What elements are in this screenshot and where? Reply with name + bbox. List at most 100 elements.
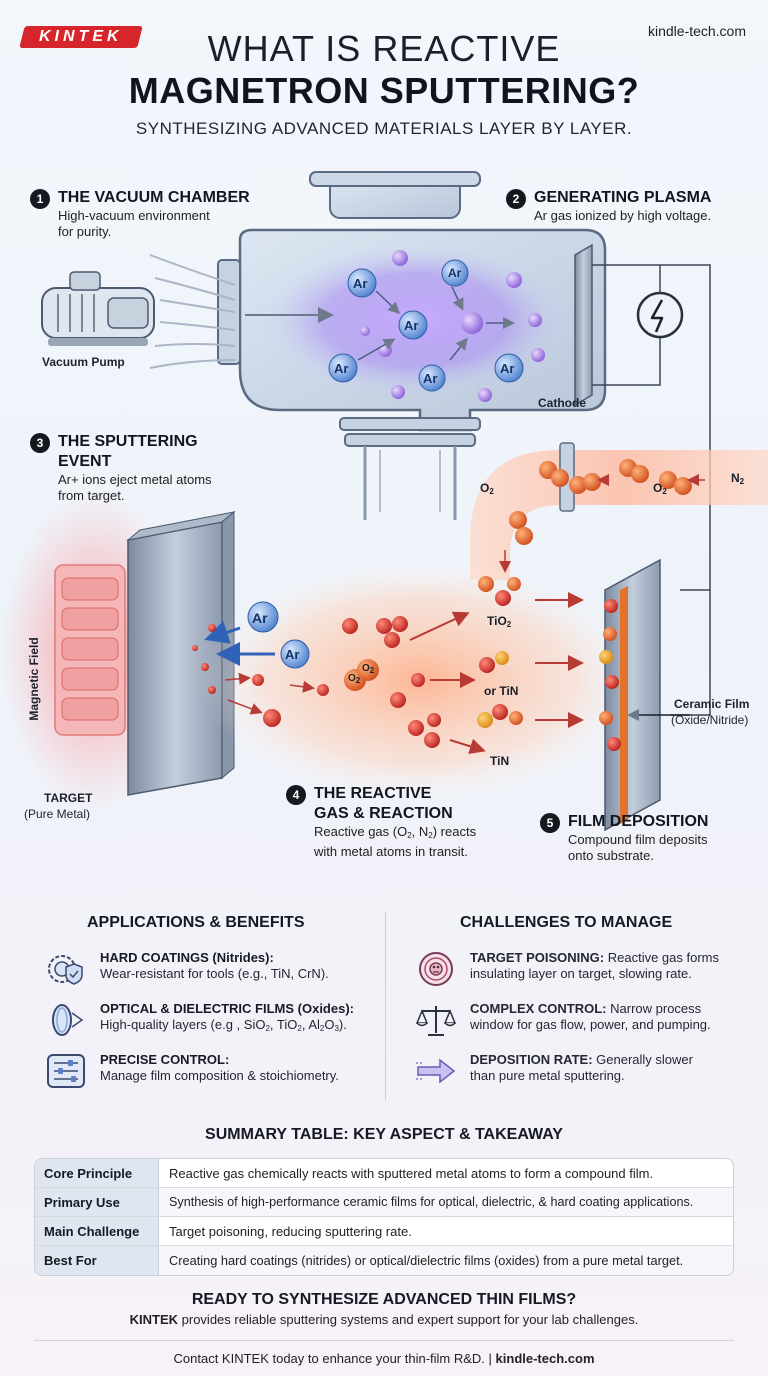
ar-label-5: Ar — [423, 371, 438, 386]
ceramic-film-label: Ceramic Film — [674, 697, 750, 711]
app-item-title: PRECISE CONTROL: — [100, 1052, 230, 1067]
o2-label-4: O2 — [362, 663, 375, 675]
ar-label-6: Ar — [500, 361, 515, 376]
challenge-item-line1: COMPLEX CONTROL: Narrow process — [470, 1001, 702, 1016]
substrate-plate — [604, 558, 661, 832]
target-sublabel: (Pure Metal) — [24, 807, 91, 821]
step-3-desc-line1: Ar+ ions eject metal atoms — [58, 472, 212, 487]
table-key-cell: Main Challenge — [35, 1217, 159, 1245]
gear-shield-icon — [48, 955, 83, 985]
step-5-title: FILM DEPOSITION — [568, 813, 709, 830]
vacuum-pump-label: Vacuum Pump — [42, 355, 125, 369]
cta-heading: READY TO SYNTHESIZE ADVANCED THIN FILMS? — [191, 1291, 577, 1308]
challenge-item-line2: window for gas flow, power, and pumping. — [470, 1017, 711, 1032]
site-url[interactable]: kindle-tech.com — [647, 23, 746, 39]
table-row: Main Challenge Target poisoning, reducin… — [35, 1217, 733, 1246]
step-3-number: 3 — [30, 433, 50, 453]
challenge-item-line2: insulating layer on target, slowing rate… — [470, 966, 692, 981]
app-item-optical-films: OPTICAL & DIELECTRIC FILMS (Oxides): Hig… — [44, 1001, 354, 1039]
ar-label-3: Ar — [404, 318, 419, 333]
page-title-line2: MAGNETRON SPUTTERING? — [128, 70, 640, 111]
step-4-desc-line2: with metal atoms in transit. — [314, 844, 468, 859]
challenges-heading: CHALLENGES TO MANAGE — [460, 914, 673, 931]
table-row: Primary Use Synthesis of high-performanc… — [35, 1188, 733, 1217]
step-2-number: 2 — [506, 189, 526, 209]
challenge-item-complex-control: COMPLEX CONTROL: Narrow process window f… — [414, 1001, 711, 1039]
summary-heading: SUMMARY TABLE: KEY ASPECT & TAKEAWAY — [205, 1126, 563, 1143]
challenge-item-target-poisoning: TARGET POISONING: Reactive gas forms ins… — [414, 950, 719, 988]
step-1: 1 THE VACUUM CHAMBER High-vacuum environ… — [30, 188, 250, 240]
step-5-desc-line1: Compound film deposits — [568, 832, 708, 847]
page-subtitle: SYNTHESIZING ADVANCED MATERIALS LAYER BY… — [135, 119, 633, 138]
cathode-label: Cathode — [538, 396, 586, 410]
table-row: Best For Creating hard coatings (nitride… — [35, 1246, 733, 1275]
footer: Contact KINTEK today to enhance your thi… — [173, 1351, 595, 1366]
step-1-desc-line1: High-vacuum environment — [58, 208, 210, 223]
reaction-molecules — [344, 576, 621, 755]
arrow-right-icon — [416, 1058, 456, 1084]
step-2-desc: Ar gas ionized by high voltage. — [534, 208, 712, 223]
magnetic-field-label: Magnetic Field — [27, 637, 41, 721]
sputter-particles — [192, 601, 358, 727]
table-value-cell: Reactive gas chemically reacts with sput… — [169, 1165, 654, 1181]
page-title-line1: WHAT IS REACTIVE — [207, 28, 561, 69]
challenge-item-line1: DEPOSITION RATE: Generally slower — [470, 1052, 693, 1067]
plasma-particles — [328, 250, 545, 402]
table-value-cell: Target poisoning, reducing sputtering ra… — [169, 1223, 412, 1239]
step-3-desc-line2: from target. — [58, 488, 125, 503]
step-1-title: THE VACUUM CHAMBER — [58, 189, 250, 206]
table-key-cell: Best For — [35, 1246, 159, 1275]
cta-text: KINTEK provides reliable sputtering syst… — [129, 1312, 639, 1327]
step-4-title-line2: GAS & REACTION — [314, 805, 453, 822]
step-5-desc-line2: onto substrate. — [568, 848, 654, 863]
o2-label-2: O2 — [653, 481, 667, 496]
step-4-title-line1: THE REACTIVE — [314, 785, 432, 802]
table-key-cell: Primary Use — [35, 1188, 159, 1216]
step-4-desc-line1: Reactive gas (O2, N2) reacts — [314, 824, 477, 840]
app-item-text: Manage film composition & stoichiometry. — [100, 1068, 339, 1083]
table-key-cell: Core Principle — [35, 1159, 159, 1187]
target-label: TARGET — [44, 791, 93, 805]
gas-inlet-pipe — [470, 442, 768, 580]
cathode-plate — [574, 243, 593, 407]
step-3-title-line1: THE SPUTTERING — [58, 433, 198, 450]
step-2: 2 GENERATING PLASMA Ar gas ionized by hi… — [506, 188, 711, 224]
tio2-label: TiO2 — [487, 614, 512, 629]
lens-icon — [52, 1004, 84, 1036]
gas-molecules — [499, 459, 705, 573]
app-item-text: High-quality layers (e.g , SiO2, TiO2, A… — [100, 1017, 347, 1033]
ar-label-1: Ar — [353, 276, 368, 291]
footer-site-link[interactable]: kindle-tech.com — [495, 1351, 595, 1366]
section-divider — [385, 912, 386, 1100]
step-3: 3 THE SPUTTERING EVENT Ar+ ions eject me… — [30, 432, 212, 504]
table-row: Core Principle Reactive gas chemically r… — [35, 1159, 733, 1188]
app-item-title: OPTICAL & DIELECTRIC FILMS (Oxides): — [100, 1001, 354, 1016]
step-4: 4 THE REACTIVE GAS & REACTION Reactive g… — [286, 784, 476, 860]
step-1-desc-line2: for purity. — [58, 224, 112, 239]
app-item-precise-control: PRECISE CONTROL: Manage film composition… — [44, 1052, 339, 1090]
o2-label-1: O2 — [480, 481, 494, 496]
applications-heading: APPLICATIONS & BENEFITS — [87, 914, 305, 931]
app-item-text: Wear-resistant for tools (e.g., TiN, CrN… — [100, 966, 329, 981]
table-value-cell: Synthesis of high-performance ceramic fi… — [159, 1188, 733, 1216]
step-5: 5 FILM DEPOSITION Compound film deposits… — [540, 812, 708, 864]
o2-label-3: O2 — [348, 673, 361, 685]
ar-label-2: Ar — [448, 266, 462, 280]
sputtering-diagram — [0, 171, 768, 832]
power-circuit — [592, 264, 711, 716]
pump-flow-lines — [149, 254, 236, 369]
ar-label-8: Ar — [285, 647, 300, 662]
or-tin-label: or TiN — [484, 684, 519, 698]
ar-label-4: Ar — [334, 361, 349, 376]
step-4-number: 4 — [286, 785, 306, 805]
step-2-title: GENERATING PLASMA — [534, 189, 712, 206]
step-3-title-line2: EVENT — [58, 453, 112, 470]
target-poison-icon — [419, 952, 453, 986]
n2-label: N2 — [731, 471, 745, 486]
step-5-number: 5 — [540, 813, 560, 833]
ceramic-film-sublabel: (Oxide/Nitride) — [671, 713, 749, 727]
tin-label: TiN — [490, 754, 510, 768]
app-item-title: HARD COATINGS (Nitrides): — [100, 950, 274, 965]
sliders-icon — [47, 1054, 85, 1088]
app-item-hard-coatings: HARD COATINGS (Nitrides): Wear-resistant… — [44, 950, 329, 988]
